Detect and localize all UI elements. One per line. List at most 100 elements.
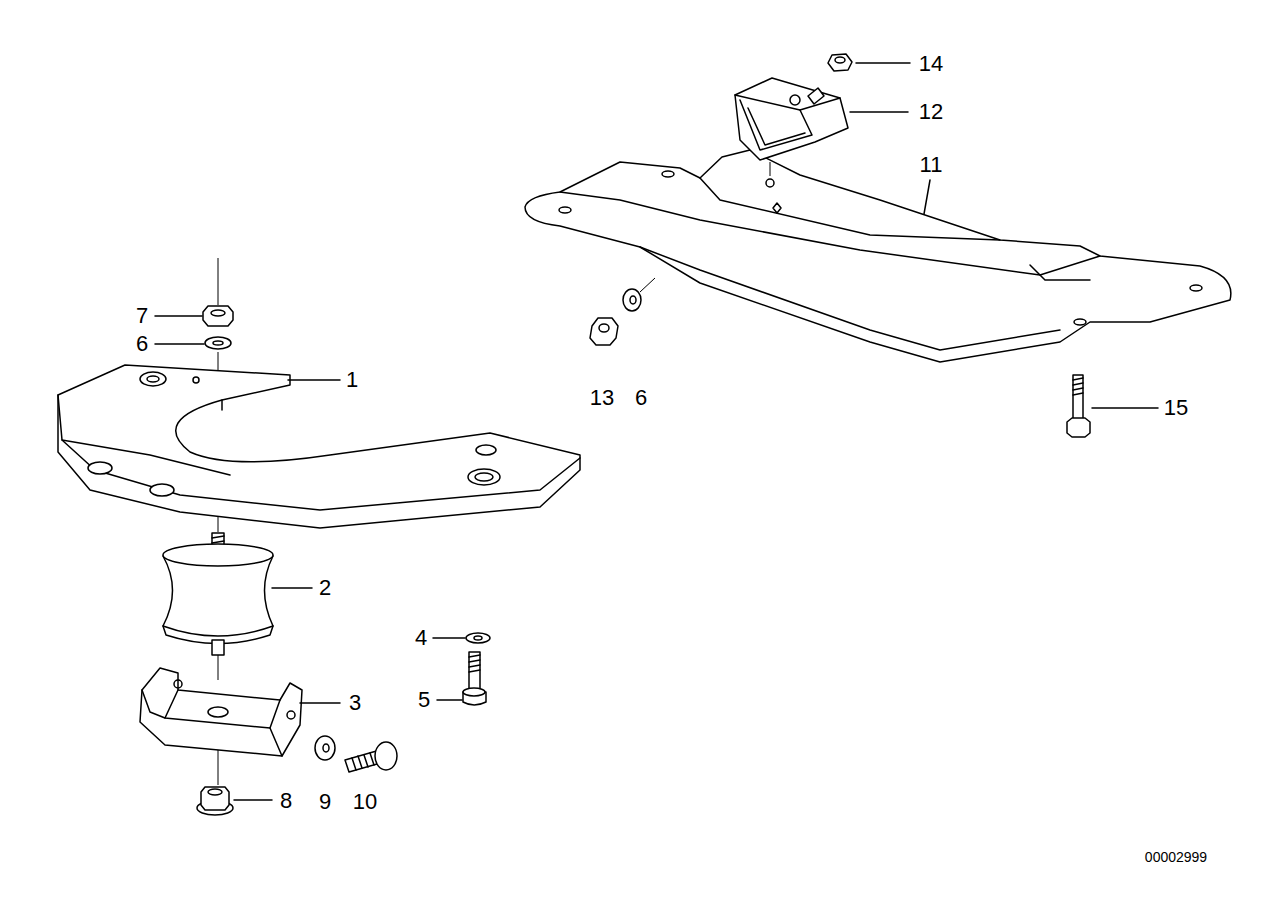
bolt — [1067, 418, 1090, 437]
washer — [623, 289, 641, 311]
leader-line — [856, 62, 910, 64]
leader-line — [155, 63, 1158, 800]
mount-bracket — [174, 680, 182, 688]
engine-bracket — [468, 469, 500, 485]
leader-line — [300, 702, 340, 704]
transmission-mount — [735, 78, 848, 176]
washer — [466, 633, 490, 643]
washer — [323, 744, 329, 752]
bolt — [463, 688, 485, 696]
engine-bracket — [140, 372, 166, 386]
rubber-mount — [163, 556, 273, 636]
bolt — [469, 652, 480, 692]
engine-bracket — [221, 400, 223, 410]
callout-number: 15 — [1164, 397, 1188, 419]
flange-nut — [197, 787, 233, 815]
nut — [590, 318, 618, 345]
nut — [203, 306, 233, 326]
callout-number: 1 — [346, 369, 358, 391]
washer — [623, 289, 641, 311]
nut — [828, 54, 852, 71]
engine-bracket — [58, 365, 580, 528]
nut — [211, 310, 225, 316]
leader-line — [433, 637, 465, 639]
bolt — [469, 655, 480, 672]
leader-line — [272, 587, 312, 589]
axis-line — [640, 278, 655, 292]
crossmember — [662, 171, 674, 177]
callout-number: 10 — [353, 791, 377, 813]
nut — [599, 324, 609, 332]
callout-number: 11 — [920, 154, 943, 176]
crossmember — [560, 192, 1100, 275]
leader-line — [850, 111, 908, 113]
flange-nut — [208, 789, 222, 795]
bolt — [1073, 378, 1083, 395]
rubber-mount — [163, 533, 273, 655]
axis-line — [218, 655, 219, 680]
crossmember — [700, 178, 1000, 240]
crossmember — [1074, 319, 1086, 325]
bolt — [463, 652, 486, 705]
washer — [205, 337, 231, 349]
leader-line — [155, 343, 204, 345]
rubber-mount — [163, 544, 273, 566]
mount-bracket — [142, 690, 282, 756]
washer — [213, 341, 223, 345]
crossmember — [525, 150, 1231, 362]
washer — [474, 636, 482, 640]
callout-number: 13 — [590, 387, 614, 409]
leader-line — [924, 180, 930, 214]
engine-bracket — [193, 377, 199, 383]
transmission-mount — [770, 162, 771, 176]
diagram-number: 00002999 — [1145, 850, 1207, 864]
callout-number: 9 — [319, 791, 331, 813]
axis-line — [218, 352, 219, 372]
callout-number: 6 — [136, 333, 148, 355]
callout-number: 3 — [349, 692, 361, 714]
engine-bracket — [147, 376, 159, 382]
callout-number: 7 — [136, 305, 148, 327]
transmission-mount — [735, 78, 848, 160]
nut — [835, 57, 845, 63]
callout-number: 5 — [418, 689, 430, 711]
bolt — [352, 753, 374, 770]
callout-number: 12 — [919, 101, 943, 123]
bolt — [375, 742, 397, 770]
transmission-mount — [735, 95, 840, 110]
washer — [466, 633, 490, 643]
engine-bracket — [62, 440, 230, 475]
engine-bracket — [476, 445, 496, 455]
bolt — [345, 742, 397, 772]
bolt — [1073, 375, 1083, 420]
bolt — [1067, 375, 1090, 437]
washer — [205, 337, 231, 349]
mount-bracket — [165, 690, 280, 728]
transmission-mount — [740, 100, 812, 150]
callout-number: 2 — [319, 577, 331, 599]
mount-bracket — [287, 711, 295, 719]
crossmember — [525, 150, 1231, 362]
crossmember — [640, 247, 1060, 350]
crossmember — [1190, 285, 1202, 291]
transmission-mount — [748, 108, 805, 145]
engine-bracket — [475, 473, 493, 481]
flange-nut — [201, 787, 229, 810]
engine-bracket — [58, 365, 580, 528]
engine-bracket — [88, 462, 112, 474]
axis-line — [218, 745, 219, 785]
mount-bracket — [140, 668, 302, 756]
crossmember — [559, 207, 571, 213]
nut — [590, 318, 618, 345]
mount-bracket — [140, 668, 302, 756]
transmission-mount — [808, 88, 824, 104]
washer — [315, 736, 335, 760]
crossmember — [766, 179, 774, 187]
nut — [828, 54, 852, 71]
crossmember — [773, 203, 781, 213]
callout-number: 4 — [415, 627, 427, 649]
callout-number: 6 — [635, 387, 647, 409]
transmission-mount — [790, 95, 800, 105]
leader-line — [155, 315, 202, 317]
